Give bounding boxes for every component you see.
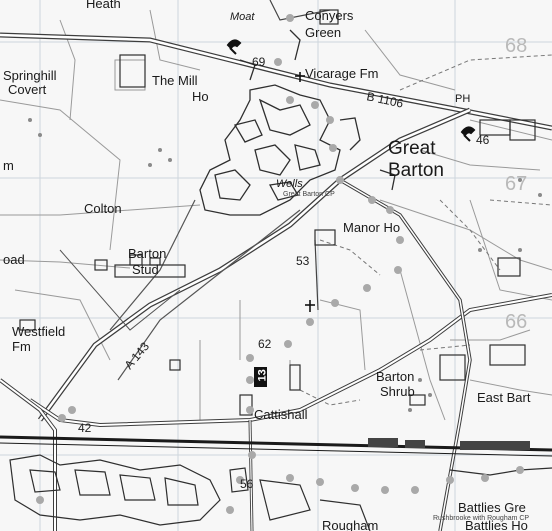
- label-battlies-gre: Battlies Gre: [458, 500, 526, 515]
- label-vicarage-fm: Vicarage Fm: [305, 66, 378, 81]
- church-cross-icon: [305, 300, 315, 312]
- label-battlies-ho: Battlies Ho: [465, 518, 528, 531]
- label-green: Green: [305, 25, 341, 40]
- grid-label-66: 66: [505, 311, 527, 333]
- grid-label-67: 67: [505, 173, 527, 195]
- road-label-42: 42: [78, 421, 92, 435]
- label-ph: PH: [455, 93, 470, 105]
- label-moat: Moat: [230, 11, 255, 23]
- label-fm-westfield: Fm: [12, 339, 31, 354]
- label-ho-mill: Ho: [192, 89, 209, 104]
- label-great: Great: [388, 138, 436, 159]
- label-rushbrooke-cp: Rushbrooke with Rougham CP: [433, 515, 529, 522]
- label-heath: Heath: [86, 0, 121, 11]
- label-barton-shrub-2: Shrub: [380, 384, 415, 399]
- label-westfield: Westfield: [12, 324, 65, 339]
- telephone-icon: [460, 126, 476, 142]
- grid-label-68: 68: [505, 35, 527, 57]
- scattered-buildings: [19, 9, 536, 416]
- label-covert: Covert: [8, 82, 47, 97]
- label-great-barton-cp: Great Barton CP: [283, 191, 335, 198]
- woodland: [28, 118, 542, 412]
- route-badge-number: 13: [257, 369, 269, 381]
- field-boundaries: [0, 9, 552, 421]
- label-manor-ho: Manor Ho: [343, 220, 400, 235]
- label-rougham: Rougham: [322, 518, 378, 531]
- spot-height-56: 56: [240, 477, 254, 491]
- label-m-left: m: [3, 158, 14, 173]
- recreational-route: [36, 14, 524, 514]
- label-barton-shrub-1: Barton: [376, 369, 414, 384]
- spot-height-69: 69: [252, 55, 266, 69]
- railway: [0, 435, 552, 457]
- label-barton-stud-1: Barton: [128, 246, 166, 261]
- spot-height-62: 62: [258, 337, 272, 351]
- label-east-bart: East Bart: [477, 390, 531, 405]
- tracks: [299, 54, 552, 406]
- telephone-icon: [226, 39, 242, 55]
- spot-height-53: 53: [296, 254, 310, 268]
- label-oad: oad: [3, 252, 25, 267]
- buildings-south: [9, 454, 552, 531]
- buildings-great-barton: [199, 29, 396, 216]
- label-colton: Colton: [84, 201, 122, 216]
- label-barton: Barton: [388, 160, 444, 181]
- road-label-b1106: B 1106: [365, 89, 405, 110]
- label-cattishall: Cattishall: [254, 407, 308, 422]
- label-barton-stud-2: Stud: [132, 262, 159, 277]
- label-wells: Wells: [276, 178, 303, 190]
- road-label-a143: A 143: [122, 339, 153, 372]
- label-the-mill: The Mill: [152, 73, 198, 88]
- spot-height-46: 46: [476, 133, 490, 147]
- label-conyers: Conyers: [305, 8, 354, 23]
- route-badge: 13: [254, 367, 269, 387]
- church-cross-icon: [295, 72, 305, 82]
- label-springhill: Springhill: [3, 68, 57, 83]
